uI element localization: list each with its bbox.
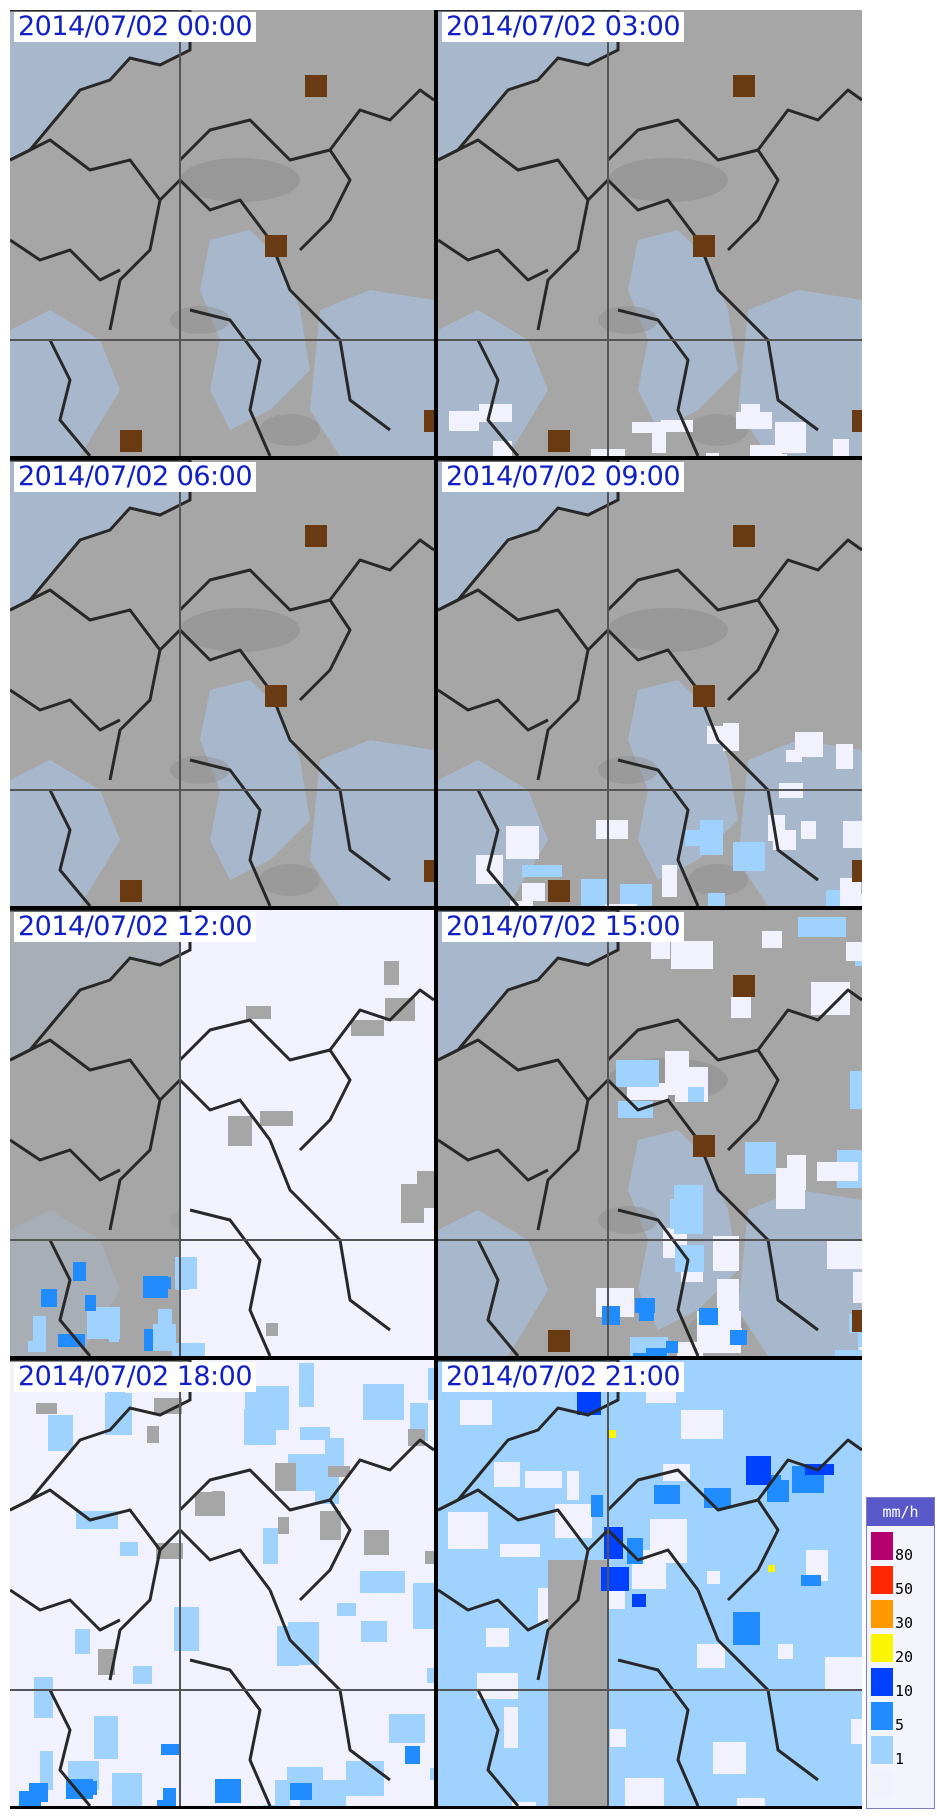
radar-map-6 [438,910,862,1356]
legend-level: 10 [871,1668,933,1702]
legend-label: 30 [895,1614,914,1632]
radar-map-5 [10,910,434,1356]
radar-map-3 [10,460,434,906]
legend-level: 80 [871,1532,933,1566]
legend-level: 50 [871,1566,933,1600]
legend-level: 5 [871,1702,933,1736]
legend-swatch [871,1634,893,1662]
legend-label: 10 [895,1682,914,1700]
panel-timestamp: 2014/07/02 12:00 [14,912,257,942]
radar-panel-8: 2014/07/02 21:00 [438,1360,862,1806]
panel-timestamp: 2014/07/02 15:00 [442,912,685,942]
legend-swatch [871,1566,893,1594]
panel-timestamp: 2014/07/02 00:00 [14,12,257,42]
legend-swatch [871,1668,893,1696]
radar-map-8 [438,1360,862,1806]
radar-map-1 [10,10,434,456]
panel-timestamp: 2014/07/02 09:00 [442,462,685,492]
panel-timestamp: 2014/07/02 21:00 [442,1362,685,1392]
radar-panel-3: 2014/07/02 06:00 [10,460,434,906]
legend-swatch [871,1600,893,1628]
legend-swatch [871,1770,893,1798]
legend-swatch [871,1702,893,1730]
radar-panel-2: 2014/07/02 03:00 [438,10,862,456]
legend-level: 1 [871,1736,933,1770]
radar-map-7 [10,1360,434,1806]
legend-level: 30 [871,1600,933,1634]
radar-panel-6: 2014/07/02 15:00 [438,910,862,1356]
panel-timestamp: 2014/07/02 18:00 [14,1362,257,1392]
radar-map-2 [438,10,862,456]
legend-label: 1 [895,1750,905,1768]
legend-level: 20 [871,1634,933,1668]
precipitation-legend: mm/h 80 50 30 20 10 5 1 [866,1497,935,1809]
legend-unit: mm/h [867,1498,934,1526]
legend-label: 5 [895,1716,905,1734]
radar-panel-grid: 2014/07/02 00:00 2014/07/02 03:00 2014/07/… [10,10,862,1809]
radar-panel-5: 2014/07/02 12:00 [10,910,434,1356]
panel-timestamp: 2014/07/02 03:00 [442,12,685,42]
radar-panel-4: 2014/07/02 09:00 [438,460,862,906]
panel-timestamp: 2014/07/02 06:00 [14,462,257,492]
legend-label: 50 [895,1580,914,1598]
legend-label: 80 [895,1546,914,1564]
radar-map-4 [438,460,862,906]
legend-swatch [871,1532,893,1560]
legend-level [871,1770,933,1804]
legend-label: 20 [895,1648,914,1666]
radar-panel-7: 2014/07/02 18:00 [10,1360,434,1806]
radar-panel-1: 2014/07/02 00:00 [10,10,434,456]
legend-swatch [871,1736,893,1764]
